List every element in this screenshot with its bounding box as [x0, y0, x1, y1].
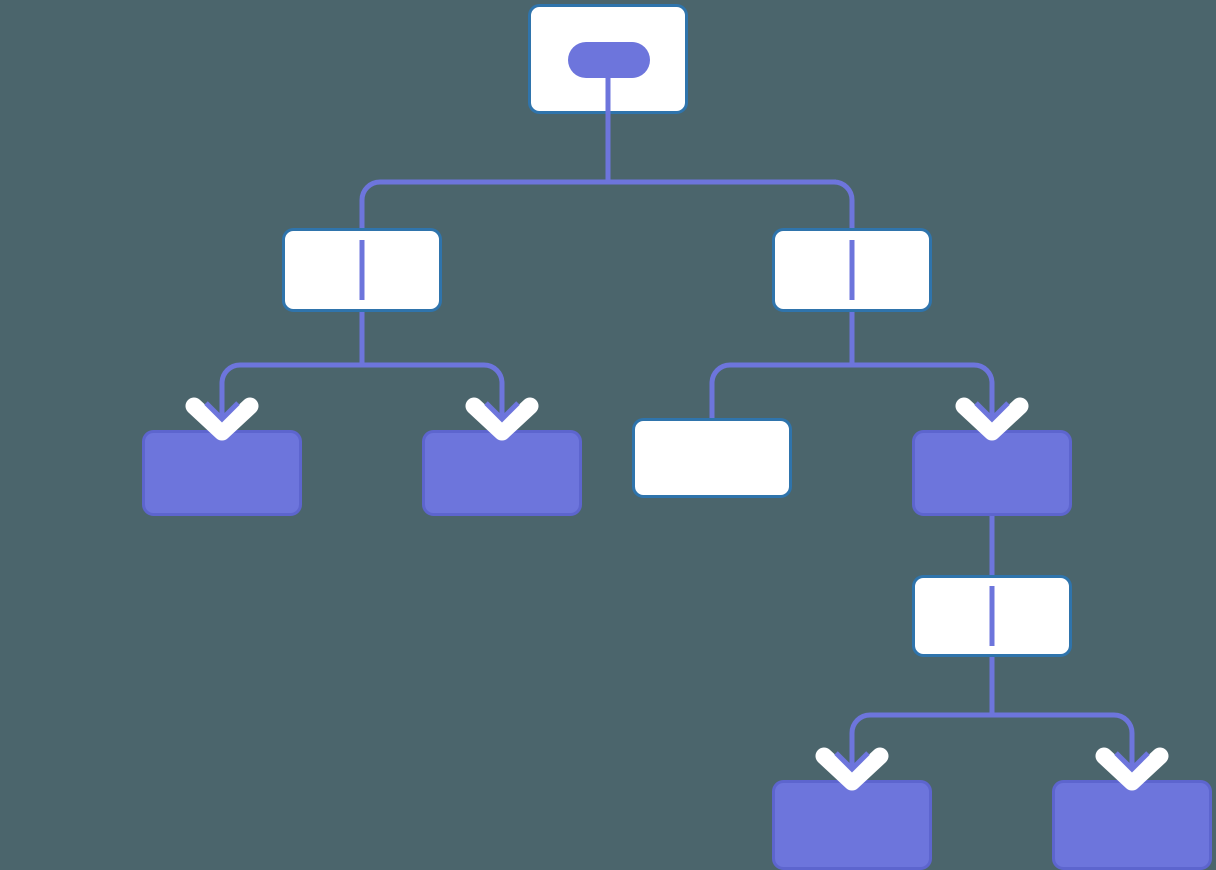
arrowhead-chevron-inner [1114, 751, 1150, 773]
node-body[interactable] [422, 430, 582, 516]
node-body[interactable] [912, 430, 1072, 516]
arrowhead-chevron-outer [815, 747, 889, 791]
level2-node-b[interactable] [422, 430, 582, 516]
arrowhead-down-level2-b [465, 397, 539, 441]
node-body[interactable] [142, 430, 302, 516]
connector-elbow [973, 362, 995, 384]
arrowhead-down-level2-d [955, 397, 1029, 441]
connector-layer [219, 114, 1135, 782]
level1-left-node[interactable] [282, 228, 442, 312]
node-body[interactable] [1052, 780, 1212, 870]
connector-elbow [1113, 712, 1135, 734]
level2-node-d[interactable] [912, 430, 1072, 516]
arrowhead-chevron-inner [834, 751, 870, 773]
connector-elbow [833, 179, 855, 201]
level2-node-a[interactable] [142, 430, 302, 516]
root-node[interactable] [528, 4, 688, 115]
node-body[interactable] [772, 780, 932, 870]
arrowhead-down-level4-left [815, 747, 889, 791]
arrowhead-down-level2-a [185, 397, 259, 441]
level1-right-node[interactable] [772, 228, 932, 312]
arrowhead-chevron-inner [204, 401, 240, 423]
arrowhead-chevron-outer [185, 397, 259, 441]
level4-right-node[interactable] [1052, 780, 1212, 870]
level3-node[interactable] [912, 575, 1072, 657]
node-body[interactable] [632, 418, 792, 498]
level2-node-c[interactable] [632, 418, 792, 498]
connector-elbow [219, 362, 241, 384]
arrowhead-chevron-inner [484, 401, 520, 423]
arrowhead-chevron-outer [465, 397, 539, 441]
arrowhead-chevron-inner [974, 401, 1010, 423]
connector-elbow [849, 712, 871, 734]
arrowhead-chevron-outer [1095, 747, 1169, 791]
connector-elbow [483, 362, 505, 384]
arrowhead-chevron-outer [955, 397, 1029, 441]
level4-left-node[interactable] [772, 780, 932, 870]
arrowhead-layer [185, 397, 1169, 791]
connector-elbow [709, 362, 731, 384]
edge-root-to-level1 [359, 114, 855, 228]
arrowhead-down-level4-right [1095, 747, 1169, 791]
connector-elbow [359, 179, 381, 201]
